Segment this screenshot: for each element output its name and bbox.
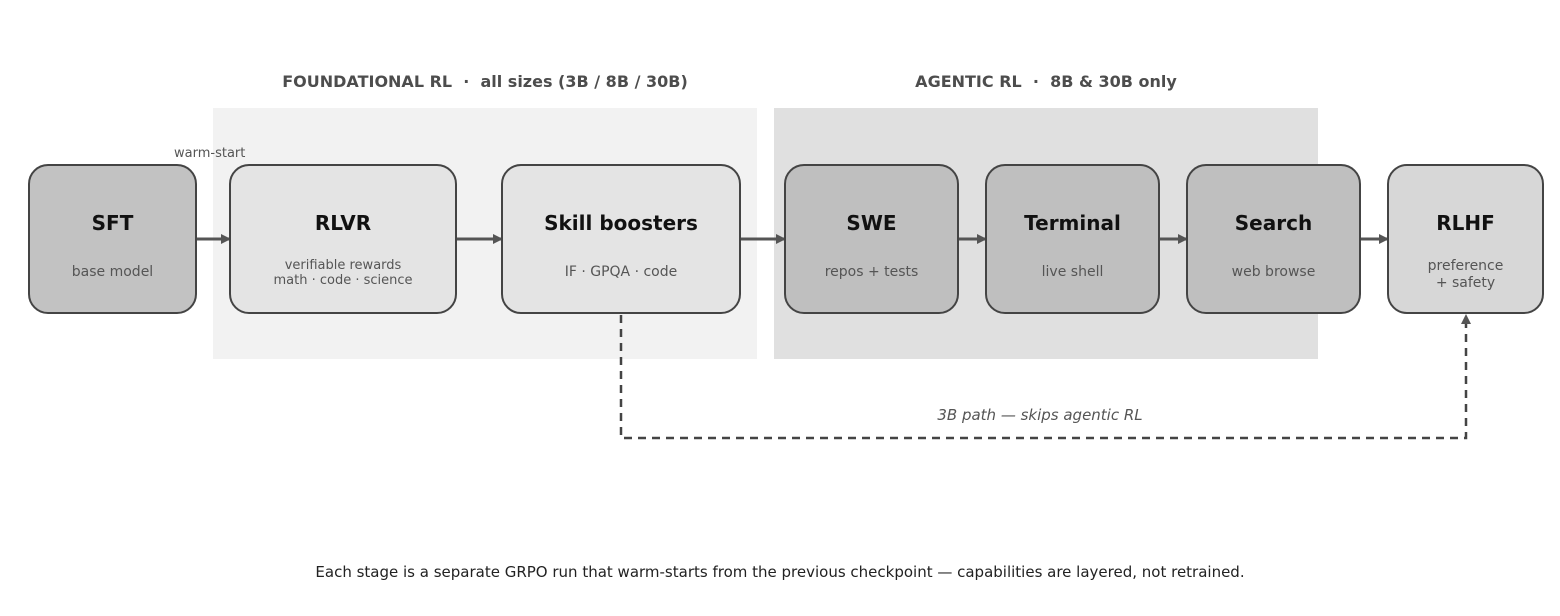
stage-skill-boosters: Skill boosters IF · GPQA · code (501, 164, 741, 314)
stage-terminal-name: Terminal (1024, 211, 1121, 235)
stage-rlvr-name: RLVR (314, 211, 372, 235)
stage-search: Search web browse (1186, 164, 1361, 314)
stage-rlvr-desc: verifiable rewards math · code · science (273, 258, 413, 288)
stage-swe: SWE repos + tests (784, 164, 959, 314)
stage-rlhf-desc: preference + safety (1427, 258, 1504, 291)
stage-skill-boosters-name: Skill boosters (544, 211, 698, 235)
skip-path-dashed-arrow (619, 314, 1471, 440)
stage-sft: SFT base model (28, 164, 197, 314)
foundational-rl-title: FOUNDATIONAL RL · all sizes (3B / 8B / 3… (282, 72, 688, 91)
stage-swe-name: SWE (846, 211, 897, 235)
stage-search-name: Search (1234, 211, 1313, 235)
stage-swe-desc: repos + tests (824, 264, 919, 280)
stage-sft-name: SFT (91, 211, 134, 235)
stage-terminal: Terminal live shell (985, 164, 1160, 314)
stage-rlhf: RLHF preference + safety (1387, 164, 1544, 314)
stage-rlvr: RLVR verifiable rewards math · code · sc… (229, 164, 457, 314)
agentic-rl-title: AGENTIC RL · 8B & 30B only (915, 72, 1177, 91)
stage-rlhf-name: RLHF (1436, 211, 1495, 235)
stage-sft-desc: base model (71, 264, 154, 280)
skip-path-label: 3B path — skips agentic RL (937, 406, 1143, 424)
stage-terminal-desc: live shell (1041, 264, 1104, 280)
stage-skill-boosters-desc: IF · GPQA · code (564, 264, 678, 280)
warm-start-label: warm-start (174, 146, 246, 161)
stage-search-desc: web browse (1231, 264, 1316, 280)
diagram-caption: Each stage is a separate GRPO run that w… (315, 563, 1245, 581)
